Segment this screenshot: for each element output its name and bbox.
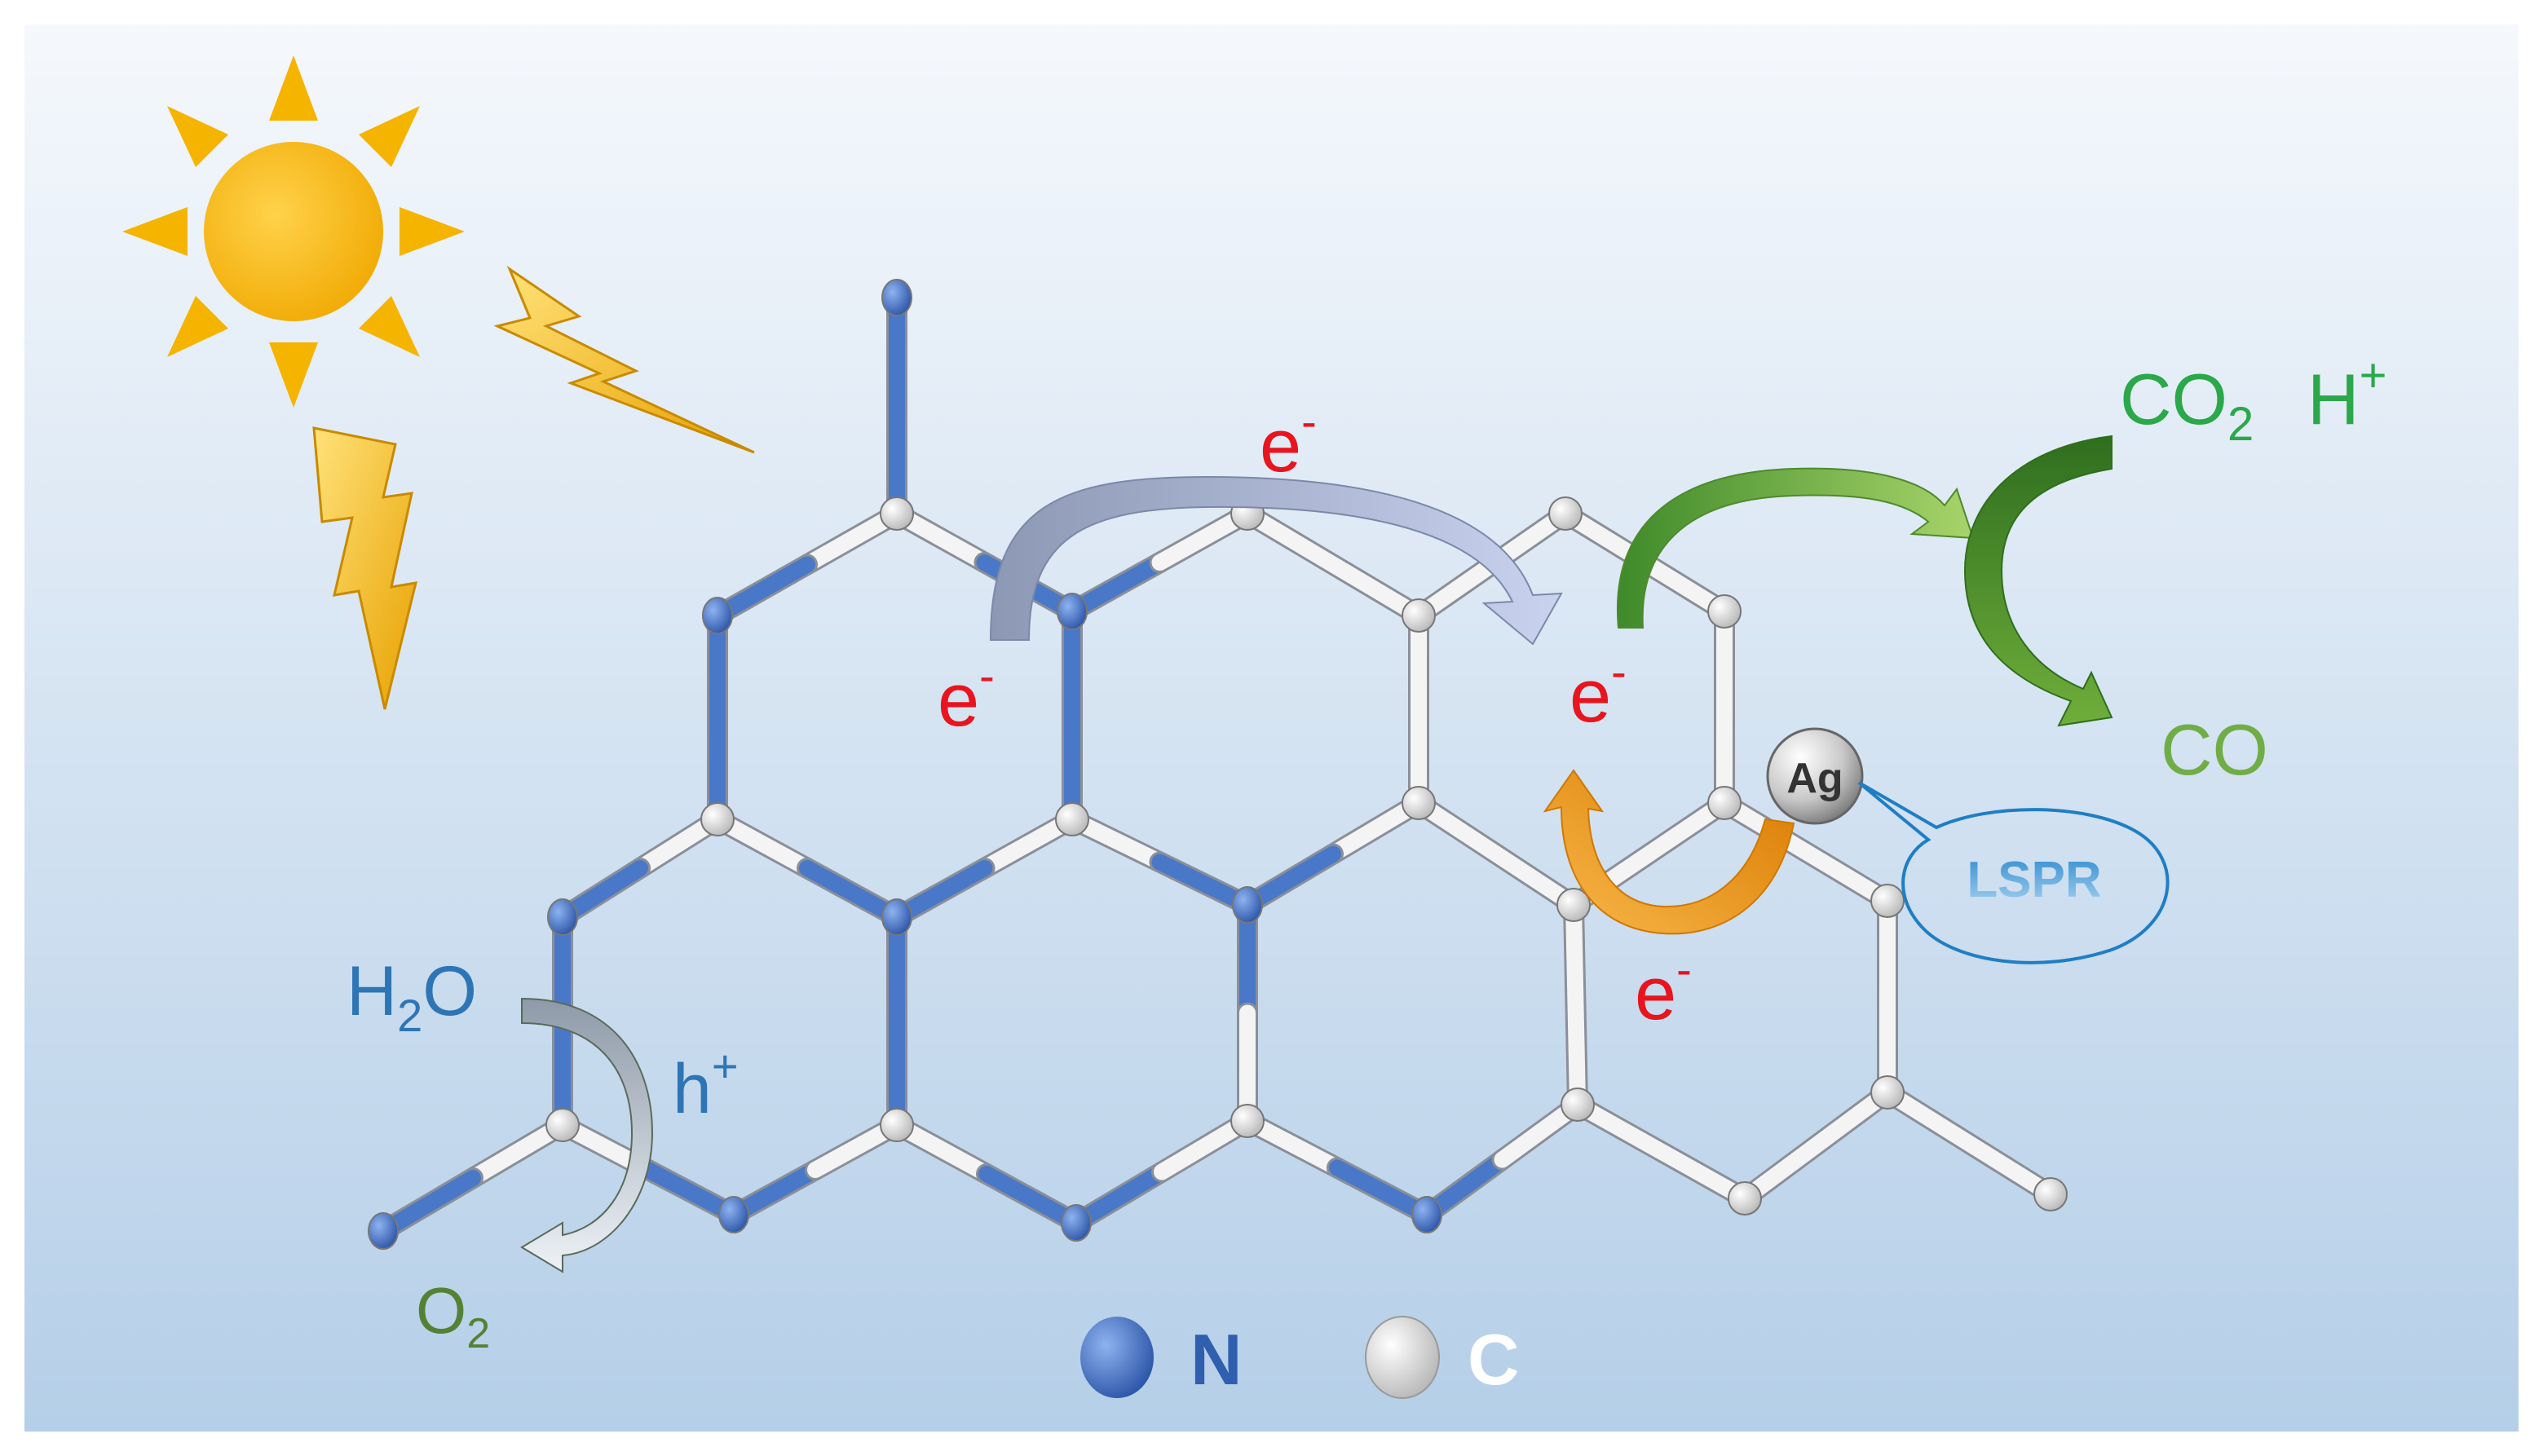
bond bbox=[1879, 1084, 2059, 1202]
bond bbox=[1570, 1096, 1753, 1207]
bond bbox=[1716, 795, 1896, 909]
lightning-bolt-icon bbox=[312, 426, 417, 710]
bond bbox=[465, 1117, 571, 1186]
electron-transfer-arrow bbox=[989, 475, 1563, 646]
electron-label-bottom: e- bbox=[1635, 943, 1692, 1035]
lspr-electron-arrow bbox=[1543, 769, 1795, 935]
bond bbox=[1737, 1084, 1896, 1207]
water-label: H2O bbox=[347, 952, 477, 1041]
bond bbox=[1329, 1159, 1435, 1223]
co-formation-arrow bbox=[1963, 435, 2113, 727]
nitrogen-atom bbox=[702, 597, 733, 634]
oxygen-label: O2 bbox=[416, 1274, 490, 1357]
bond bbox=[640, 1162, 742, 1223]
carbon-atom bbox=[1561, 1088, 1595, 1122]
carbon-atom bbox=[2033, 1177, 2068, 1211]
bond bbox=[1064, 554, 1168, 620]
lspr-label: LSPR bbox=[1967, 852, 2101, 908]
lightning-bolt-icon bbox=[493, 265, 755, 454]
legend-carbon-marker bbox=[1365, 1316, 1440, 1399]
electron-label-left: e- bbox=[938, 650, 995, 742]
legend-nitrogen-marker bbox=[1080, 1317, 1154, 1398]
nitrogen-atom bbox=[1232, 886, 1263, 924]
nitrogen-atom bbox=[1057, 593, 1088, 630]
nitrogen-atom bbox=[1411, 1196, 1442, 1233]
bond bbox=[1239, 845, 1341, 913]
bond bbox=[709, 556, 815, 624]
carbon-atom bbox=[880, 1108, 914, 1142]
nitrogen-atom bbox=[368, 1212, 399, 1250]
carbon-atom bbox=[1402, 598, 1436, 633]
carbon-atom bbox=[1402, 786, 1436, 820]
bond bbox=[799, 860, 905, 925]
carbon-atom bbox=[1870, 884, 1905, 918]
co2-reduction-arrow bbox=[1617, 467, 1975, 629]
carbon-atom bbox=[700, 802, 735, 836]
bond bbox=[978, 1166, 1084, 1231]
carbon-atom bbox=[1230, 1104, 1265, 1138]
hole-label: h+ bbox=[673, 1040, 739, 1128]
legend: N C bbox=[1080, 1316, 1520, 1400]
g-c3n4-bond-network bbox=[373, 287, 2061, 1242]
bond bbox=[799, 505, 905, 573]
water-oxidation-arrow bbox=[520, 997, 654, 1273]
carbon-atom bbox=[1870, 1075, 1905, 1110]
nitrogen-atom bbox=[1061, 1204, 1092, 1242]
bond bbox=[1565, 897, 1586, 1113]
g-c3n4-atoms bbox=[368, 279, 2068, 1250]
legend-nitrogen-label: N bbox=[1190, 1319, 1243, 1400]
silver-nanoparticle-icon: Ag bbox=[1766, 727, 1864, 825]
bond bbox=[375, 1170, 481, 1239]
electron-label-top: e- bbox=[1260, 395, 1317, 488]
carbon-atom bbox=[1055, 802, 1089, 836]
legend-carbon-label: C bbox=[1468, 1319, 1520, 1400]
carbon-atom bbox=[1548, 496, 1583, 531]
bond bbox=[889, 860, 993, 925]
carbon-atom bbox=[1728, 1181, 1762, 1216]
bond bbox=[1239, 505, 1427, 624]
nitrogen-atom bbox=[718, 1196, 749, 1233]
nitrogen-atom bbox=[547, 898, 578, 936]
ag-label: Ag bbox=[1786, 755, 1843, 802]
bond bbox=[1411, 795, 1582, 913]
co2-label: CO2 bbox=[2120, 359, 2254, 451]
sun-icon bbox=[122, 55, 465, 408]
bond bbox=[1068, 1163, 1170, 1231]
bond bbox=[1151, 854, 1256, 913]
proton-label: H+ bbox=[2307, 349, 2386, 439]
lspr-callout: LSPR bbox=[1857, 781, 2170, 964]
carbon-atom bbox=[1707, 786, 1742, 820]
carbon-atom bbox=[880, 496, 914, 531]
carbon-atom bbox=[545, 1108, 580, 1142]
carbon-atom bbox=[1707, 594, 1742, 629]
nitrogen-atom bbox=[881, 898, 912, 936]
nitrogen-atom bbox=[881, 279, 912, 316]
carbon-atom bbox=[1556, 888, 1591, 922]
co-product-label: CO bbox=[2161, 709, 2268, 790]
electron-label-right: e- bbox=[1570, 646, 1627, 738]
